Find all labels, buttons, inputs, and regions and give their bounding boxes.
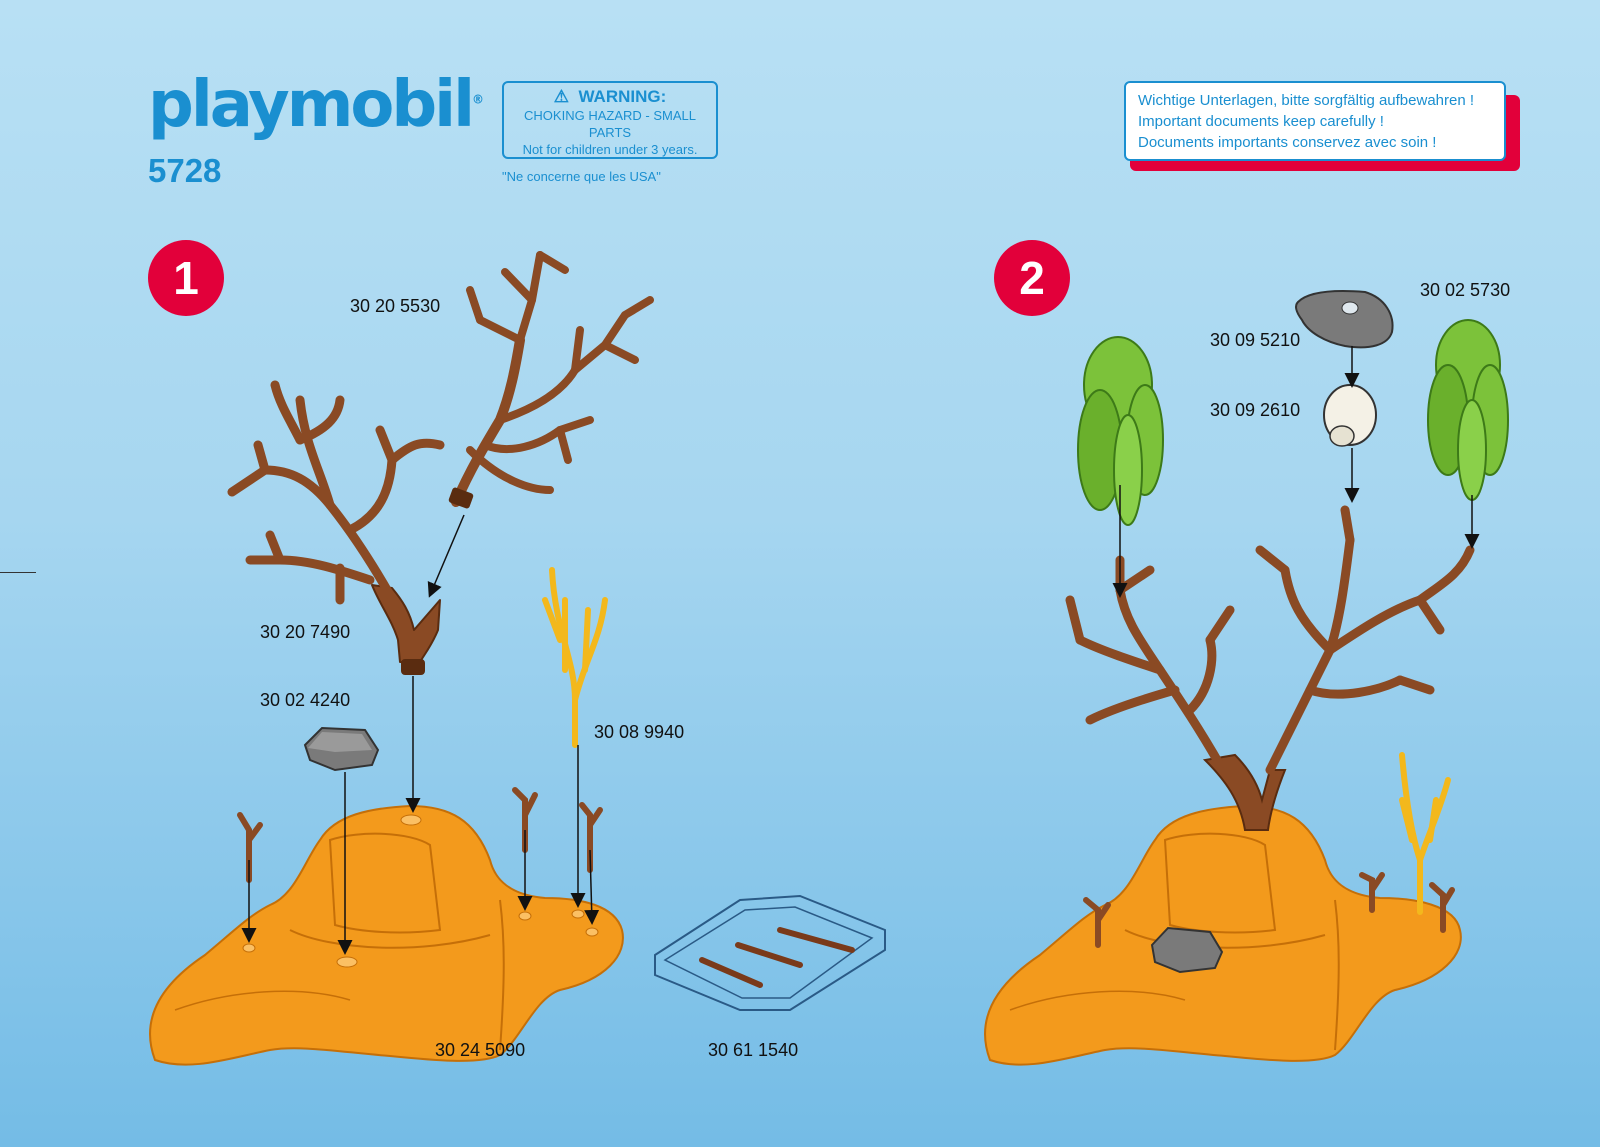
choking-warning-box: ⚠ WARNING: CHOKING HAZARD - SMALL PARTS … [502,81,718,159]
warning-line-1: CHOKING HAZARD - SMALL PARTS [524,108,696,140]
documents-notice-fr: Documents importants conservez avec soin… [1138,134,1437,151]
documents-notice: Wichtige Unterlagen, bitte sorgfältig au… [1124,81,1506,161]
part-number-label: 30 24 5090 [435,1040,526,1060]
sprue-frame-step1 [654,894,886,1011]
small-branches-step2 [1083,872,1455,948]
part-number-label: 30 02 5730 [1420,280,1511,300]
warning-title: WARNING: [578,87,667,106]
yellow-coral-step1 [542,567,608,748]
green-leaves-right [1427,319,1509,501]
step-1-badge: 1 [148,240,224,316]
grey-rock-step2 [1150,926,1224,974]
tree-assembled-step2 [1065,505,1475,831]
stone-face-step2 [1294,290,1394,349]
rock-base-step2 [984,804,1462,1066]
part-number-label: 30 02 4240 [260,690,351,710]
rock-base-step1 [149,804,624,1066]
assembly-arrows-step1 [241,514,600,955]
part-number-label: 30 09 5210 [1210,330,1301,350]
tree-trunk-step1 [371,584,441,675]
usa-note: "Ne concerne que les USA" [502,169,661,184]
playmobil-logo: playmobil® [148,68,484,142]
documents-notice-de: Wichtige Unterlagen, bitte sorgfältig au… [1138,92,1475,109]
skull-step2 [1323,384,1377,447]
branch-right-step1 [448,251,654,509]
documents-notice-en: Important documents keep carefully ! [1138,113,1384,130]
part-number-label: 30 61 1540 [708,1040,799,1060]
fold-mark [0,572,36,573]
branch-left-step1 [227,380,445,605]
part-number-label: 30 09 2610 [1210,400,1301,420]
step-2-badge: 2 [994,240,1070,316]
green-leaves-left [1077,336,1164,526]
yellow-coral-step2 [1399,752,1451,915]
part-number-label: 30 08 9940 [594,722,685,742]
set-number: 5728 [148,152,222,189]
part-number-label: 30 20 7490 [260,622,351,642]
part-number-label: 30 20 5530 [350,296,441,316]
warning-triangle-icon: ⚠ [553,87,569,106]
assembly-arrows-step2 [1112,346,1480,598]
grey-rock-step1 [303,726,380,772]
warning-line-2: Not for children under 3 years. [522,142,698,157]
